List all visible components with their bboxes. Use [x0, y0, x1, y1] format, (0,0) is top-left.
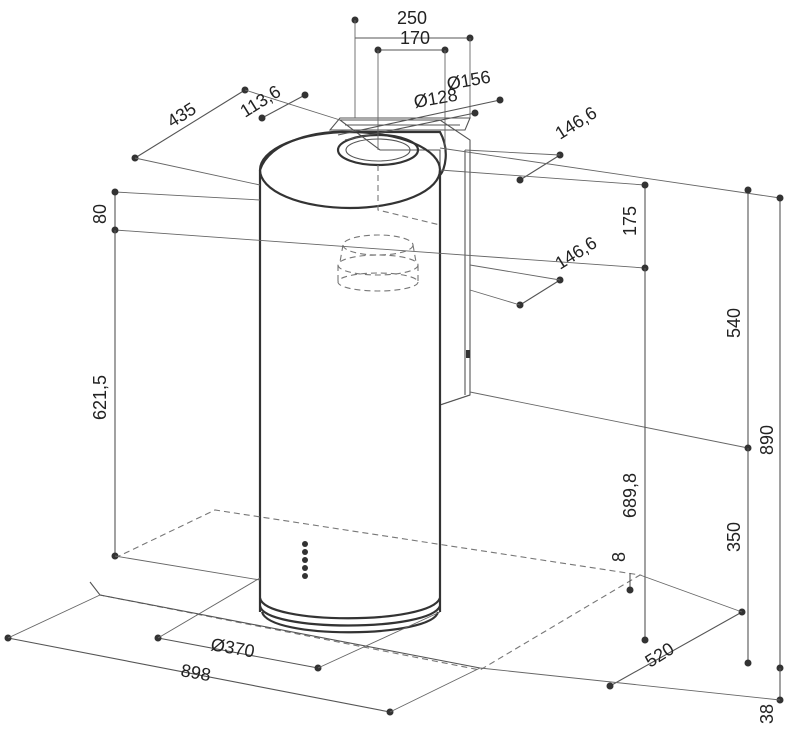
dim-dia-370: Ø370 [209, 634, 256, 661]
dim-146-6-upper: 146,6 [552, 103, 601, 144]
dim-435: 435 [164, 99, 200, 132]
dim-80: 80 [90, 204, 110, 224]
dim-dia-128: Ø128 [412, 85, 459, 112]
dim-350: 350 [724, 522, 744, 552]
dim-250: 250 [397, 8, 427, 28]
dim-146-6-lower: 146,6 [552, 233, 601, 274]
dimension-labels: 250 170 Ø156 Ø128 435 113,6 146,6 146,6 … [90, 8, 777, 724]
dim-38: 38 [757, 704, 777, 724]
dim-898: 898 [179, 660, 212, 685]
dim-170: 170 [400, 28, 430, 48]
dim-621-5: 621,5 [90, 375, 110, 420]
dim-520: 520 [642, 639, 678, 672]
hood-cylinder [258, 117, 471, 634]
dim-175: 175 [620, 206, 640, 236]
dim-689-8: 689,8 [620, 473, 640, 518]
dim-540: 540 [724, 308, 744, 338]
dim-8: 8 [609, 552, 629, 562]
dim-890: 890 [757, 425, 777, 455]
control-panel [302, 541, 308, 579]
dimension-lines [4, 16, 784, 716]
hidden-duct [337, 165, 441, 292]
